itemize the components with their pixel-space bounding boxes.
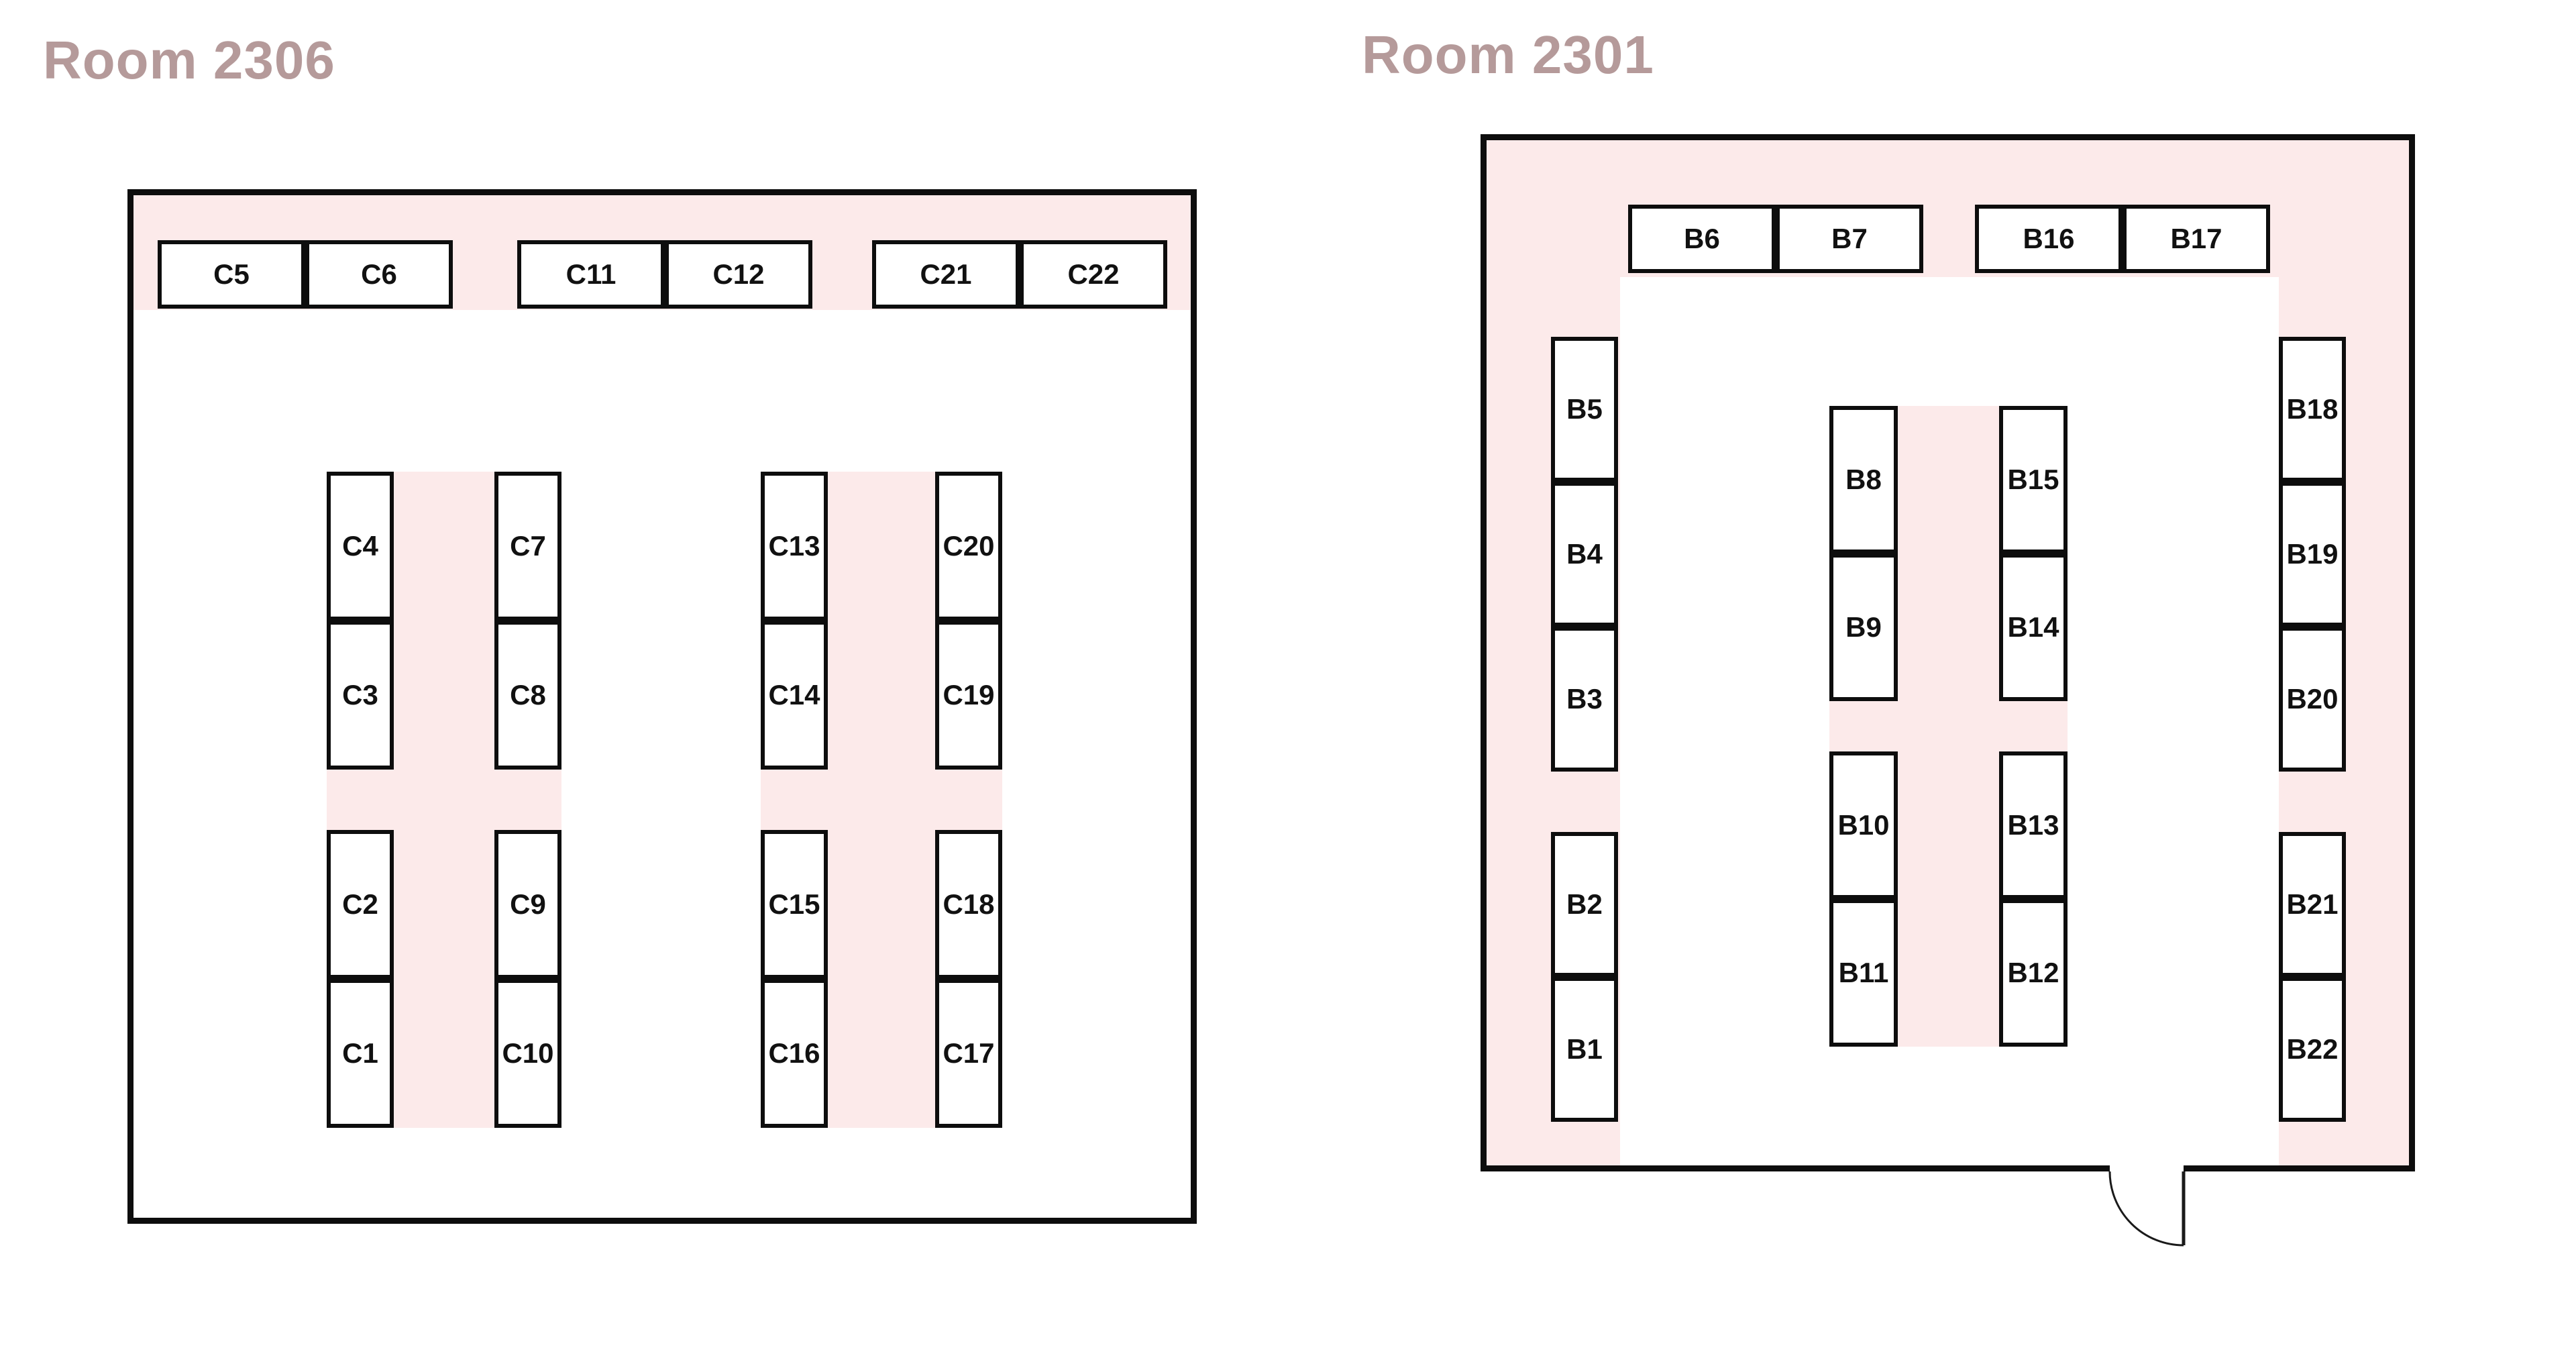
desk-c20[interactable]: C20 (935, 472, 1002, 621)
desk-c9[interactable]: C9 (494, 830, 561, 979)
desk-b10[interactable]: B10 (1829, 751, 1898, 899)
desk-c17[interactable]: C17 (935, 979, 1002, 1128)
desk-c8[interactable]: C8 (494, 621, 561, 770)
desk-c12[interactable]: C12 (665, 240, 812, 309)
desk-b17[interactable]: B17 (2123, 205, 2270, 273)
desk-c5[interactable]: C5 (158, 240, 305, 309)
desk-b4[interactable]: B4 (1551, 482, 1618, 627)
desk-b11[interactable]: B11 (1829, 899, 1898, 1047)
room-2306-cluster1-cross-aisle (327, 770, 561, 830)
room-2301-outline: B6 B7 B16 B17 B5 B4 B3 B2 B1 B18 B19 B20… (1481, 134, 2415, 1247)
door-opening (2110, 1165, 2184, 1171)
desk-c19[interactable]: C19 (935, 621, 1002, 770)
room-2301-top-aisle (1487, 140, 2409, 277)
room-2306-outline: C5 C6 C11 C12 C21 C22 C4 C3 C2 C1 C7 C8 … (127, 189, 1197, 1224)
desk-c3[interactable]: C3 (327, 621, 394, 770)
desk-c14[interactable]: C14 (761, 621, 828, 770)
desk-b1[interactable]: B1 (1551, 977, 1618, 1122)
desk-b15[interactable]: B15 (1999, 406, 2068, 554)
desk-b6[interactable]: B6 (1628, 205, 1776, 273)
desk-b9[interactable]: B9 (1829, 554, 1898, 701)
door-swing-icon (2108, 1171, 2186, 1247)
desk-b13[interactable]: B13 (1999, 751, 2068, 899)
desk-c7[interactable]: C7 (494, 472, 561, 621)
desk-c13[interactable]: C13 (761, 472, 828, 621)
desk-c6[interactable]: C6 (305, 240, 453, 309)
desk-b12[interactable]: B12 (1999, 899, 2068, 1047)
desk-b19[interactable]: B19 (2279, 482, 2346, 627)
desk-c21[interactable]: C21 (872, 240, 1020, 309)
desk-b3[interactable]: B3 (1551, 627, 1618, 772)
desk-c22[interactable]: C22 (1020, 240, 1167, 309)
desk-b20[interactable]: B20 (2279, 627, 2346, 772)
desk-c18[interactable]: C18 (935, 830, 1002, 979)
desk-c16[interactable]: C16 (761, 979, 828, 1128)
desk-b2[interactable]: B2 (1551, 832, 1618, 977)
desk-b5[interactable]: B5 (1551, 337, 1618, 482)
desk-c11[interactable]: C11 (517, 240, 665, 309)
desk-c4[interactable]: C4 (327, 472, 394, 621)
desk-b18[interactable]: B18 (2279, 337, 2346, 482)
room-2301-center-cross-aisle (1829, 701, 2068, 751)
desk-c2[interactable]: C2 (327, 830, 394, 979)
desk-b14[interactable]: B14 (1999, 554, 2068, 701)
desk-b21[interactable]: B21 (2279, 832, 2346, 977)
desk-c15[interactable]: C15 (761, 830, 828, 979)
desk-c1[interactable]: C1 (327, 979, 394, 1128)
room-2306-title: Room 2306 (43, 30, 335, 90)
desk-b16[interactable]: B16 (1975, 205, 2123, 273)
desk-c10[interactable]: C10 (494, 979, 561, 1128)
room-2301-title: Room 2301 (1362, 25, 1654, 85)
room-2306-cluster2-cross-aisle (761, 770, 1002, 830)
desk-b7[interactable]: B7 (1776, 205, 1923, 273)
desk-b8[interactable]: B8 (1829, 406, 1898, 554)
desk-b22[interactable]: B22 (2279, 977, 2346, 1122)
